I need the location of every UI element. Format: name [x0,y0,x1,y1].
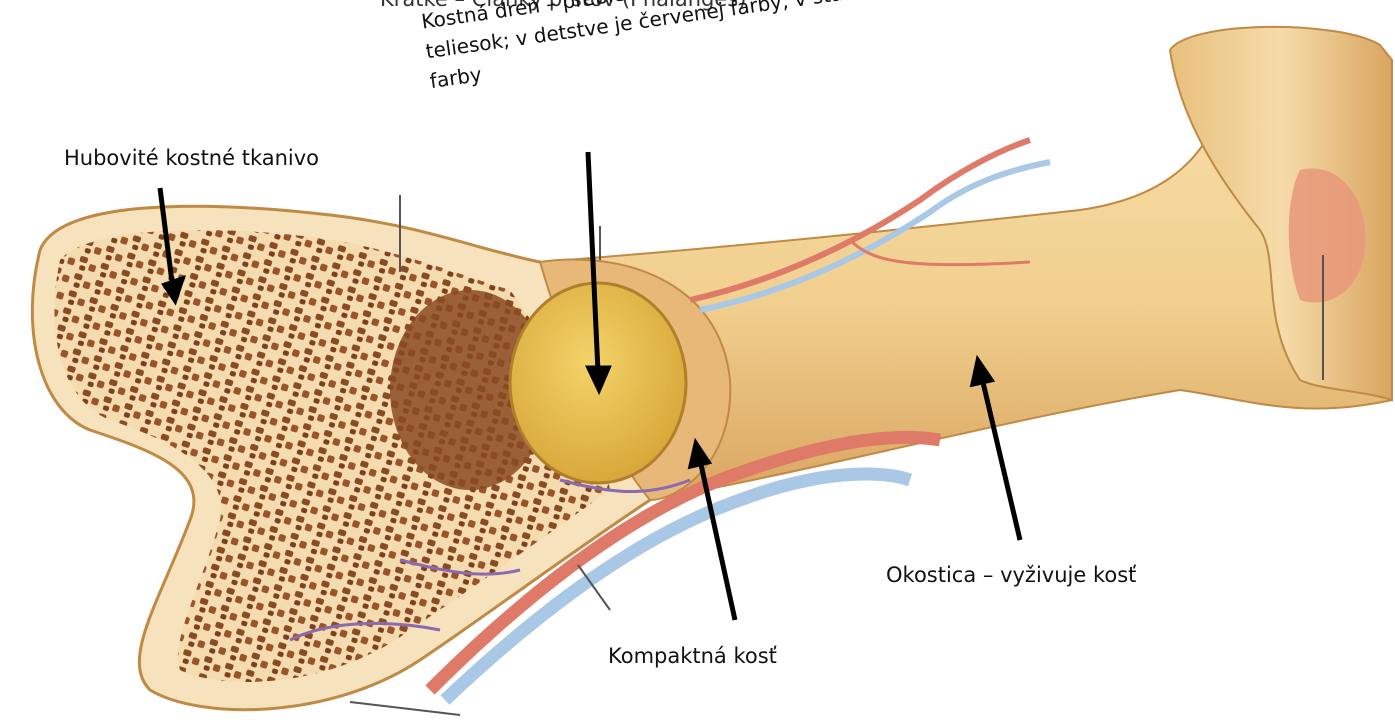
label-compact-bone: Kompaktná kosť [608,644,777,668]
label-periosteum: Okostica – vyživuje kosť [886,563,1136,587]
label-spongy-bone: Hubovité kostné tkanivo [64,146,319,170]
